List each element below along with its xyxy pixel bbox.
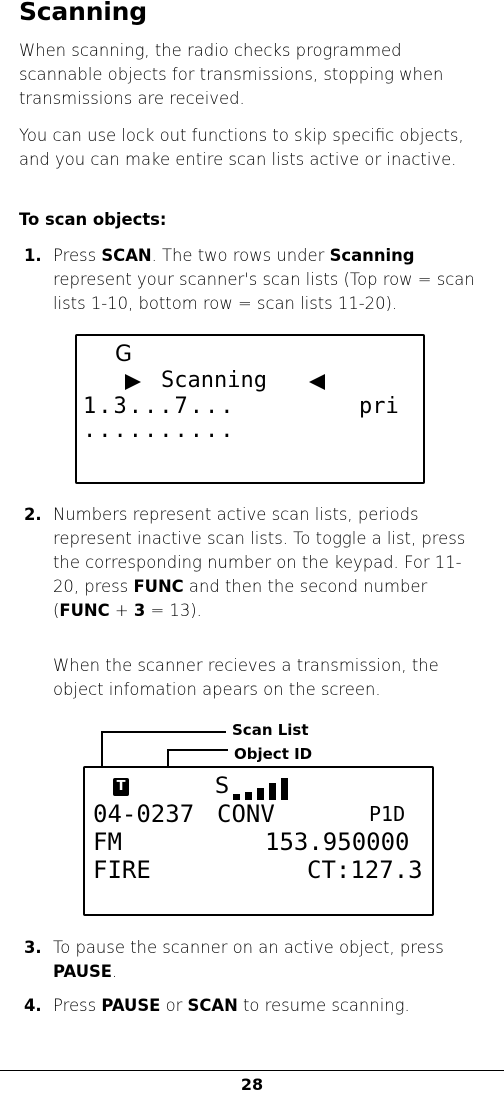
scan-lists-row-2: .......... [83, 418, 236, 443]
key-3: 3 [133, 601, 146, 620]
modulation-value: FM [93, 828, 122, 856]
step-2-number: 2. [24, 505, 42, 524]
page-number: 28 [240, 1075, 264, 1094]
lcd-transmission-screen: T S 04-0237 CONV P1D FM 153.950000 FIRE … [83, 766, 434, 916]
intro-paragraph-1: When scanning, the radio checks programm… [19, 41, 444, 108]
key-func: FUNC [59, 601, 110, 620]
priority-value: P1D [369, 802, 406, 826]
page-title: Scanning [19, 0, 147, 26]
callout-object-id: Object ID [234, 745, 313, 763]
trunked-t-icon: T [113, 778, 129, 796]
callout-scan-list: Scan List [232, 721, 309, 739]
lcd-scanning-screen: G Scanning 1.3...7... pri .......... [75, 334, 425, 484]
right-arrow-icon [125, 374, 141, 390]
intro-paragraph-2: You can use lock out functions to skip s… [19, 126, 464, 169]
channel-name: FIRE [93, 856, 151, 884]
object-id-value: 04-0237 [93, 800, 195, 828]
scan-lists-row-1: 1.3...7... [83, 394, 236, 419]
section-subheading: To scan objects: [19, 210, 167, 229]
signal-label: S [215, 774, 229, 799]
step-3-number: 3. [24, 938, 42, 957]
g-indicator: G [115, 342, 133, 367]
key-func: FUNC [133, 577, 184, 596]
signal-strength-icon [233, 778, 288, 800]
label-scanning: Scanning [329, 246, 415, 265]
left-arrow-icon [309, 374, 325, 390]
step-2-text: Numbers represent active scan lists, per… [53, 505, 466, 620]
ctcss-value: CT:127.3 [307, 856, 423, 884]
step-4-text: Press PAUSE or SCAN to resume scanning. [53, 996, 410, 1015]
step-1-number: 1. [24, 246, 42, 265]
step-4-number: 4. [24, 996, 42, 1015]
priority-indicator: pri [359, 394, 399, 419]
step-1-text: Press SCAN. The two rows under Scanning … [53, 246, 475, 313]
footer-divider [0, 1070, 504, 1071]
key-scan: SCAN [101, 246, 152, 265]
key-pause: PAUSE [101, 996, 161, 1015]
key-pause: PAUSE [53, 962, 112, 981]
key-scan: SCAN [187, 996, 238, 1015]
step-3-text: To pause the scanner on an active object… [53, 938, 444, 981]
frequency-value: 153.950000 [265, 828, 410, 856]
step-2-followup: When the scanner recieves a transmission… [53, 656, 439, 699]
mode-value: CONV [217, 800, 275, 828]
scanning-label: Scanning [161, 368, 267, 393]
